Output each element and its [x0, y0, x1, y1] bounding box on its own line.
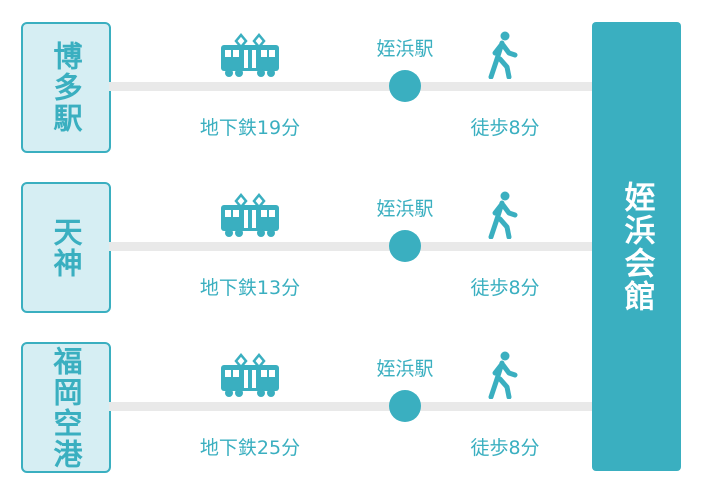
train-time-label: 地下鉄13分: [199, 277, 301, 299]
station-marker: [389, 230, 421, 262]
origin-label: 福岡空港: [49, 345, 83, 470]
destination-label: 姪浜会館: [618, 180, 655, 313]
origin-label: 博多駅: [49, 41, 83, 134]
transfer-station-label: 姪浜駅: [376, 198, 434, 220]
destination-box: 姪浜会館: [592, 22, 681, 471]
train-icon: [221, 353, 279, 397]
walking-person-icon: [488, 31, 518, 79]
origin-box: 天神: [21, 182, 111, 313]
train-icon: [221, 33, 279, 77]
train-icon: [221, 193, 279, 237]
origin-box: 博多駅: [21, 22, 111, 153]
walk-time-label: 徒歩8分: [470, 117, 540, 139]
station-marker: [389, 390, 421, 422]
route-line: [109, 402, 593, 411]
station-marker: [389, 70, 421, 102]
train-time-label: 地下鉄19分: [199, 117, 301, 139]
route-line: [109, 82, 593, 91]
origin-box: 福岡空港: [21, 342, 111, 473]
origin-label: 天神: [49, 216, 83, 279]
train-time-label: 地下鉄25分: [199, 437, 301, 459]
walk-time-label: 徒歩8分: [470, 277, 540, 299]
walk-time-label: 徒歩8分: [470, 437, 540, 459]
walking-person-icon: [488, 191, 518, 239]
transfer-station-label: 姪浜駅: [376, 38, 434, 60]
transfer-station-label: 姪浜駅: [376, 358, 434, 380]
route-line: [109, 242, 593, 251]
walking-person-icon: [488, 351, 518, 399]
